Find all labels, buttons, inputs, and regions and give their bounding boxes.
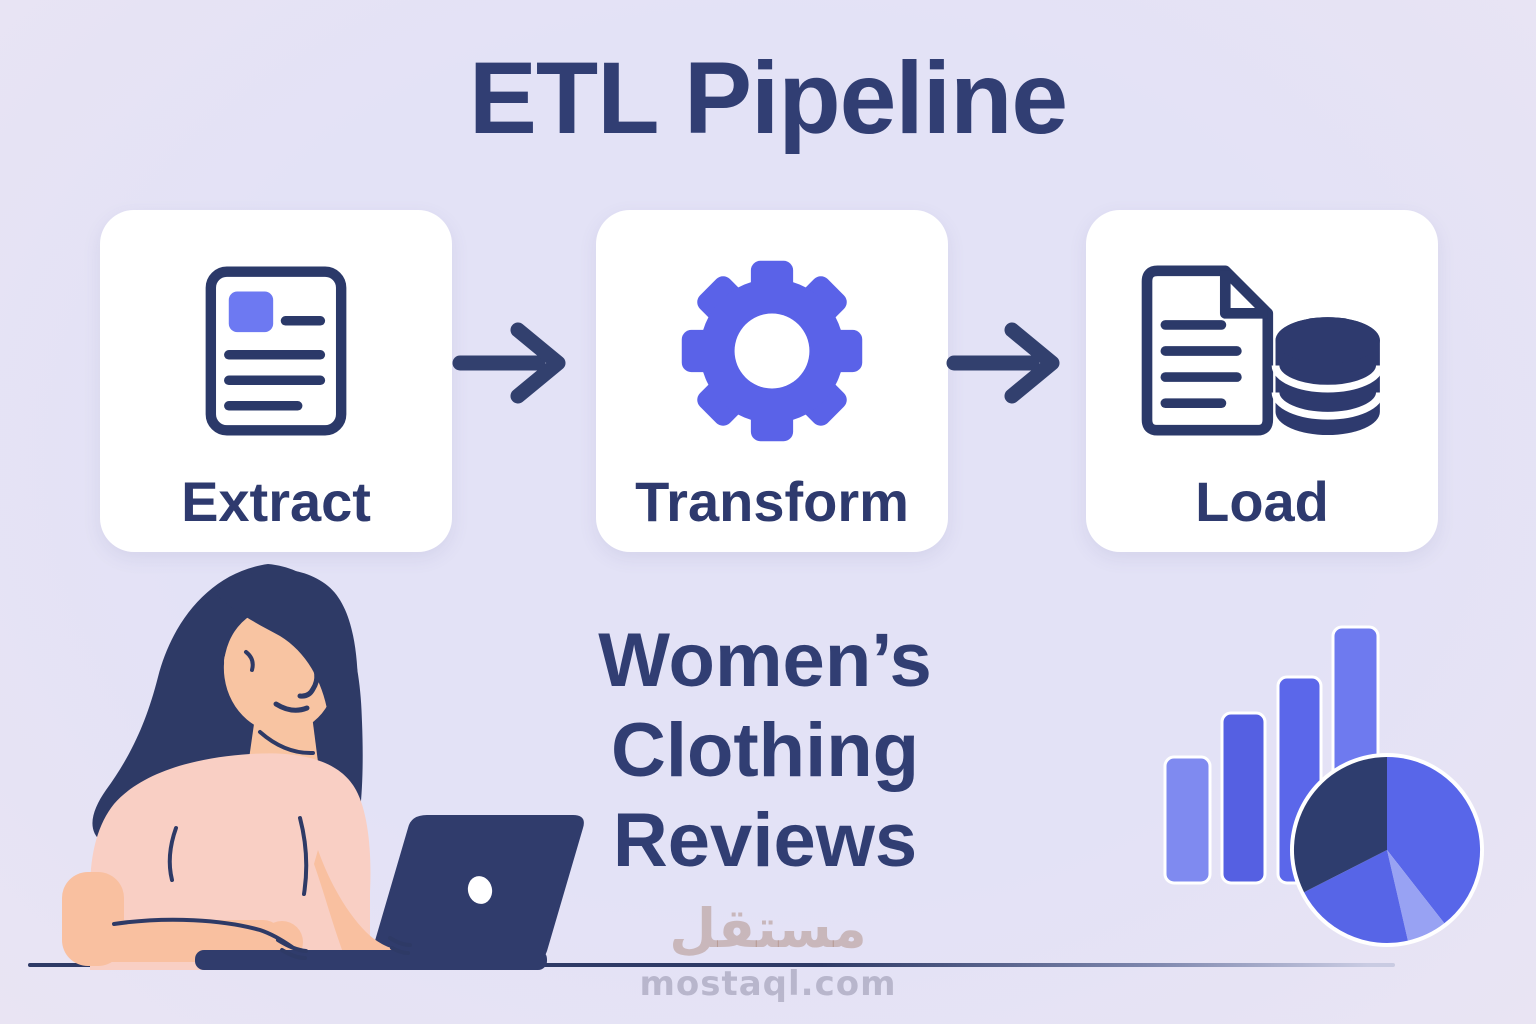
- shirt: [90, 753, 371, 970]
- step-card-load: Load: [1086, 210, 1438, 552]
- watermark: مستقل mostaql.com: [639, 894, 896, 1004]
- arrow-transform-to-load: [946, 317, 1074, 414]
- charts-graphic: [1140, 600, 1500, 965]
- dataset-subtitle: Women’s Clothing Reviews: [598, 618, 932, 883]
- page-title: ETL Pipeline: [468, 41, 1068, 155]
- step-label-load: Load: [1195, 470, 1329, 533]
- pie-chart-graphic: [1290, 753, 1484, 947]
- laptop-base: [195, 950, 547, 970]
- document-database-icon: [1136, 228, 1388, 474]
- watermark-arabic: مستقل: [669, 897, 867, 960]
- desk-line: [28, 963, 1395, 967]
- laptop-logo: [467, 876, 493, 904]
- database-cylinder: [1271, 317, 1384, 436]
- mouth: [273, 701, 310, 713]
- arrow-extract-to-transform: [452, 317, 580, 414]
- nose: [297, 655, 320, 699]
- step-label-transform: Transform: [635, 470, 909, 533]
- step-label-extract: Extract: [181, 470, 371, 533]
- gear-icon: [676, 228, 868, 474]
- step-card-transform: Transform: [596, 210, 948, 552]
- document-icon: [205, 228, 347, 474]
- woman-at-laptop-illustration: [10, 552, 630, 977]
- jaw-line: [258, 730, 315, 756]
- watermark-latin: mostaql.com: [639, 964, 897, 1004]
- step-card-extract: Extract: [100, 210, 452, 552]
